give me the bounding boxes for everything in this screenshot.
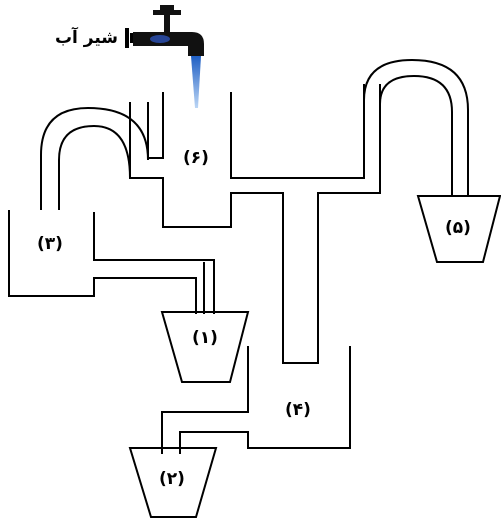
container-1-label: (۱) bbox=[192, 328, 218, 348]
container-5-label: (۵) bbox=[445, 218, 471, 238]
container-2: (۲) bbox=[128, 447, 218, 518]
faucet-wall-plate bbox=[130, 33, 133, 43]
container-3-right-wall bbox=[93, 212, 215, 314]
container-3-label: (۳) bbox=[37, 234, 63, 254]
siphon-3-6-inner bbox=[58, 124, 131, 210]
faucet-handle bbox=[153, 10, 181, 15]
faucet-stem bbox=[164, 14, 170, 32]
container-6-left-wall bbox=[147, 92, 164, 159]
container-2-label: (۲) bbox=[159, 469, 185, 489]
container-6-right-wall bbox=[230, 84, 365, 179]
siphon-3-6-outer bbox=[40, 106, 149, 210]
faucet-wall-flange bbox=[125, 28, 129, 48]
container-5-cup bbox=[416, 195, 501, 263]
faucet-knob bbox=[160, 5, 174, 11]
faucet-label: شیر آب bbox=[55, 26, 118, 48]
siphon-3-6 bbox=[40, 106, 149, 210]
container-4-label: (۴) bbox=[285, 400, 311, 420]
siphon-6-5 bbox=[363, 58, 469, 196]
faucet-body bbox=[133, 32, 204, 56]
container-4-bottom-wall bbox=[179, 346, 351, 454]
container-5: (۵) bbox=[416, 195, 501, 263]
container-1-cup bbox=[160, 311, 250, 383]
container-6-label: (۶) bbox=[183, 148, 209, 168]
water-stream bbox=[191, 56, 201, 108]
siphon-6-5-outer bbox=[363, 58, 469, 196]
container-2-cup bbox=[128, 447, 218, 518]
faucet-highlight bbox=[150, 35, 170, 43]
container-3-wall bbox=[8, 210, 197, 314]
faucet: شیر آب bbox=[55, 5, 204, 108]
container-4-wall bbox=[161, 346, 249, 454]
container-6: (۶) bbox=[129, 84, 381, 364]
container-3: (۳) bbox=[8, 210, 215, 314]
container-4: (۴) bbox=[161, 346, 351, 454]
container-1: (۱) bbox=[160, 311, 250, 383]
container-6-inner-left-wall bbox=[129, 84, 381, 364]
siphon-6-5-inner bbox=[379, 74, 453, 196]
